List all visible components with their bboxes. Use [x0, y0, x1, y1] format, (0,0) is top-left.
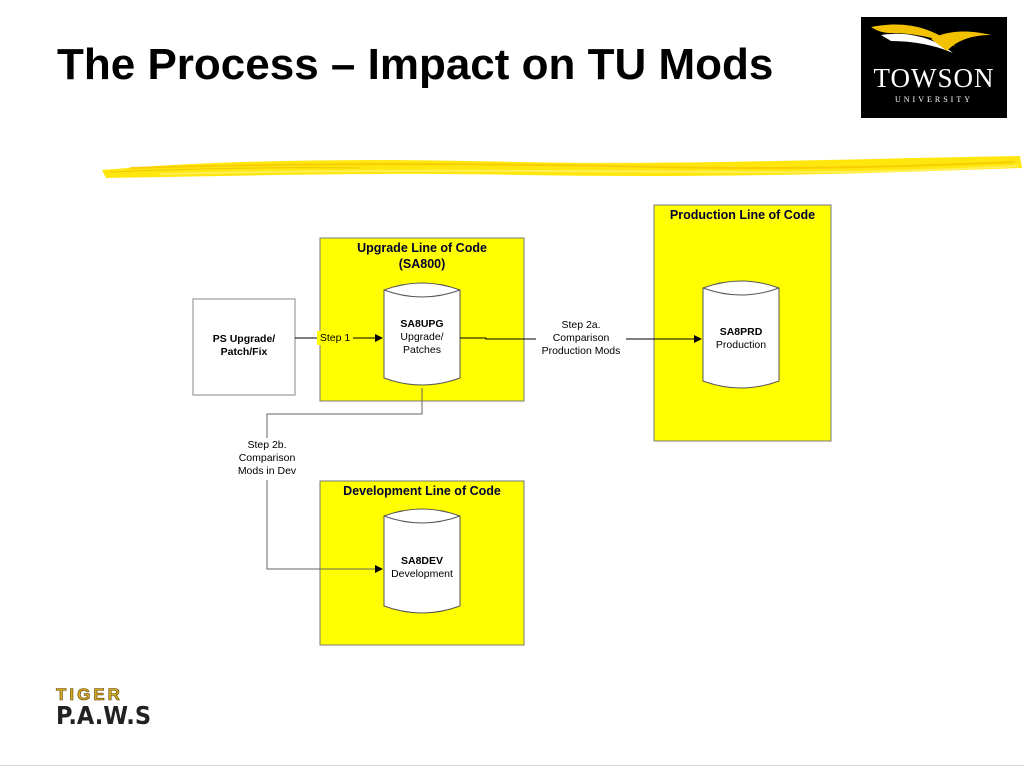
- tiger-wordmark: TIGER: [56, 685, 123, 704]
- sa8dev-text: SA8DEV Development: [384, 555, 460, 581]
- ps-upgrade-box: [192, 298, 296, 396]
- brush-stroke-divider: [102, 156, 1022, 178]
- step2b-arrow: [266, 388, 423, 573]
- step2a-label: Step 2a. Comparison Production Mods: [541, 319, 621, 357]
- production-box-title: Production Line of Code: [669, 208, 816, 222]
- development-box-title: Development Line of Code: [343, 484, 501, 498]
- sa8dev-cylinder: [383, 508, 461, 614]
- towson-wordmark: TOWSON: [873, 63, 995, 93]
- step1-label-bg: [317, 331, 353, 345]
- sa8dev-desc: Development: [391, 568, 453, 580]
- slide-title: The Process – Impact on TU Mods: [57, 40, 774, 89]
- university-wordmark: UNIVERSITY: [895, 95, 973, 104]
- towson-university-logo: TOWSON UNIVERSITY: [861, 17, 1007, 118]
- sa8upg-desc: Upgrade/ Patches: [400, 331, 444, 356]
- sa8dev-name: SA8DEV: [400, 555, 443, 567]
- towson-swoosh-icon: [871, 24, 991, 53]
- tiger-paws-logo: TIGER P.A.W.S: [56, 686, 162, 729]
- paws-wordmark: P.A.W.S: [56, 701, 152, 730]
- sa8prd-cylinder: [702, 280, 780, 389]
- sa8upg-text: SA8UPG Upgrade/ Patches: [384, 318, 460, 357]
- sa8prd-desc: Production: [715, 339, 767, 351]
- step2a-label-bg: [536, 318, 626, 360]
- footer-divider: [0, 765, 1024, 766]
- sa8prd-text: SA8PRD Production: [703, 326, 779, 352]
- step1-label: Step 1: [319, 332, 351, 344]
- sa8prd-name: SA8PRD: [719, 326, 763, 338]
- step2b-label: Step 2b. Comparison Mods in Dev: [237, 439, 297, 477]
- sa8upg-name: SA8UPG: [400, 318, 444, 330]
- upgrade-box-title: Upgrade Line of Code (SA800): [357, 241, 487, 271]
- step2b-label-bg: [232, 438, 302, 480]
- sa8upg-cylinder: [383, 282, 461, 386]
- ps-upgrade-label: PS Upgrade/ Patch/Fix: [212, 333, 276, 358]
